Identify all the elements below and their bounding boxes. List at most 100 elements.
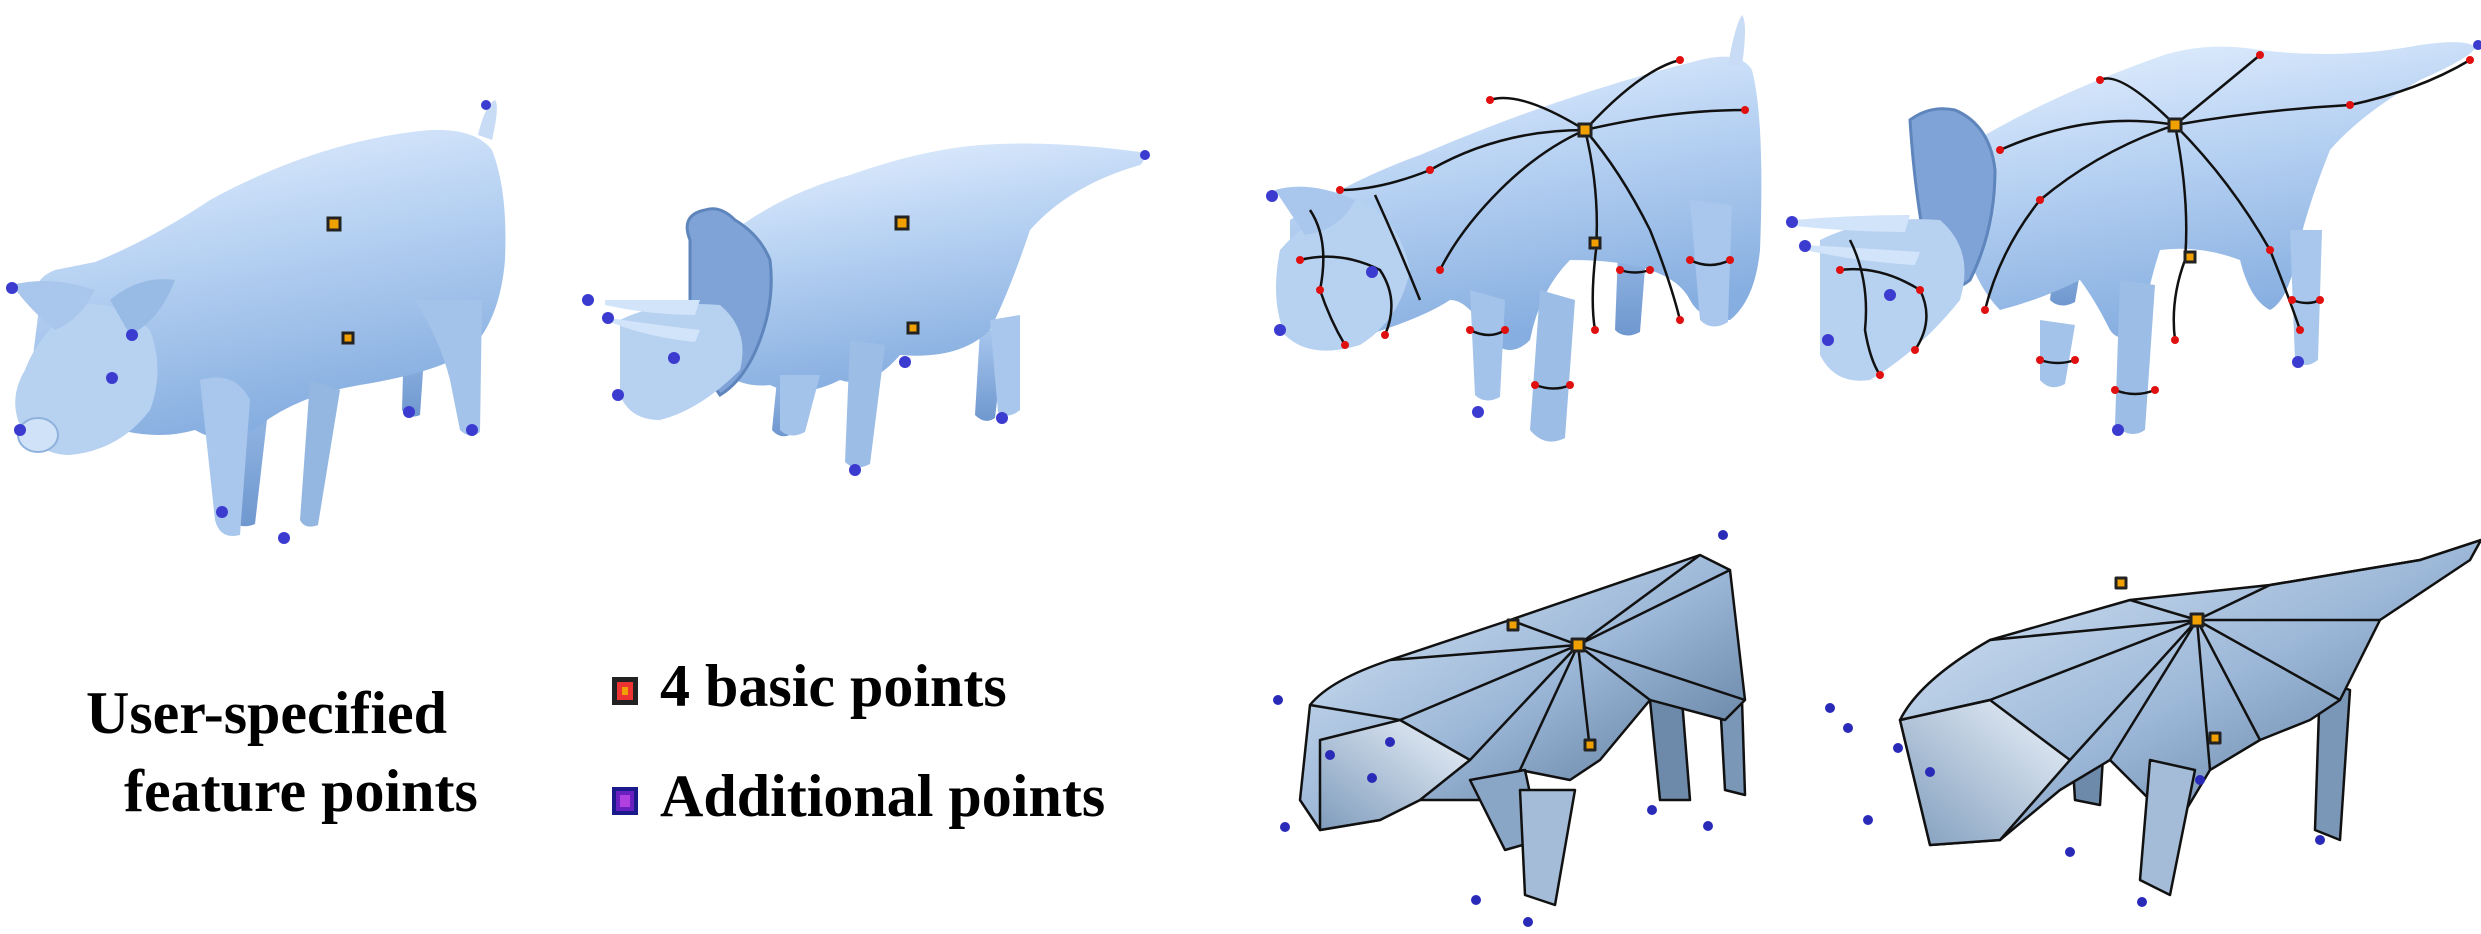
seam-points <box>1296 56 1749 389</box>
basic-point <box>1506 618 1520 632</box>
additional-point <box>1140 150 1150 160</box>
tri-head <box>620 304 743 420</box>
additional-point <box>403 406 415 418</box>
caption-line-1: User-specified <box>86 680 447 746</box>
tri-seams-body <box>1960 42 2475 338</box>
additional-point <box>2112 424 2124 436</box>
pig-seams-front-leg <box>1470 290 1505 401</box>
tri-seams-front-leg <box>2040 320 2075 388</box>
additional-point <box>1799 240 1811 252</box>
additional-point <box>2473 40 2481 50</box>
pig-seams-hind-leg <box>1690 200 1732 327</box>
tri-body <box>700 143 1144 392</box>
additional-point <box>1273 695 1283 705</box>
pig-poly-front-leg-2 <box>1518 788 1577 907</box>
pig-seam-network <box>1266 15 1762 442</box>
legend-basic-label: 4 basic points <box>660 653 1007 719</box>
basic-point <box>1583 738 1597 752</box>
tri-near-hind-leg <box>845 340 885 468</box>
basic-point-swatch-icon <box>612 676 638 705</box>
caption-line-2: feature points <box>124 758 478 824</box>
tri-seams-horn-right <box>1805 245 1920 265</box>
pig-ear-right <box>110 279 175 335</box>
tri-seam-lines <box>1839 54 2471 396</box>
pig-seams-front-leg-2 <box>1530 290 1575 442</box>
additional-point <box>1367 773 1377 783</box>
triceratops-seam-network <box>1786 40 2481 436</box>
pig-mid-leg <box>300 380 340 527</box>
tri-seam-points <box>1836 51 2474 394</box>
tri-seams-horn-left <box>1795 215 1910 232</box>
legend-additional-label: Additional points <box>660 763 1106 829</box>
triceratops-base-polyhedron <box>1825 538 2481 907</box>
pig-tail <box>478 100 497 140</box>
additional-point <box>1385 737 1395 747</box>
pig-base-polyhedron <box>1273 530 1747 927</box>
additional-point <box>1703 821 1713 831</box>
pig-snout <box>17 417 59 453</box>
additional-point-swatch-icon <box>612 786 638 815</box>
additional-point <box>278 532 290 544</box>
additional-point <box>602 312 614 324</box>
additional-point <box>1471 895 1481 905</box>
additional-point <box>481 100 491 110</box>
additional-point <box>1718 530 1728 540</box>
tri-near-front-leg <box>780 375 820 436</box>
additional-point <box>582 294 594 306</box>
additional-point <box>1884 289 1896 301</box>
additional-point <box>2315 835 2325 845</box>
basic-point <box>2208 731 2222 745</box>
additional-point <box>899 356 911 368</box>
basic-point <box>1588 236 1602 250</box>
additional-point <box>216 506 228 518</box>
tri-horn-right <box>610 318 700 342</box>
additional-point <box>14 424 26 436</box>
additional-point <box>1786 216 1798 228</box>
additional-point <box>668 352 680 364</box>
basic-point <box>2167 117 2183 133</box>
additional-point <box>1266 190 1278 202</box>
tri-seams-mid-leg <box>2115 280 2155 434</box>
pig-seams-ear <box>1275 186 1355 235</box>
tri-poly-front-leg <box>2138 758 2197 897</box>
additional-point <box>466 424 478 436</box>
basic-point <box>1577 122 1593 138</box>
pig-seams-tail <box>1728 15 1745 66</box>
tri-near-hind-leg-2 <box>990 315 1020 416</box>
additional-point <box>106 372 118 384</box>
basic-point <box>2183 250 2197 264</box>
additional-point <box>1647 805 1657 815</box>
pig-head <box>15 304 158 455</box>
additional-point <box>1863 815 1873 825</box>
basic-point <box>2189 612 2205 628</box>
additional-point <box>1274 324 1286 336</box>
additional-point <box>1325 750 1335 760</box>
additional-point <box>1366 266 1378 278</box>
additional-point <box>2195 775 2205 785</box>
additional-point <box>849 464 861 476</box>
pig-poly-far-leg <box>1648 698 1692 802</box>
additional-point <box>1843 723 1853 733</box>
additional-point <box>2137 897 2147 907</box>
additional-point <box>1825 703 1835 713</box>
additional-point <box>1280 822 1290 832</box>
additional-point <box>1822 334 1834 346</box>
additional-point <box>6 282 18 294</box>
additional-point <box>1893 743 1903 753</box>
basic-point <box>326 216 342 232</box>
additional-point <box>1523 917 1533 927</box>
pig-feature-points <box>6 100 506 544</box>
pig-seams-head <box>1276 200 1410 351</box>
pig-near-hind-leg <box>415 300 482 436</box>
basic-point <box>894 215 910 231</box>
basic-point <box>1570 637 1586 653</box>
pig-near-front-leg <box>200 377 250 536</box>
pig-ear-left <box>12 281 95 330</box>
additional-point <box>1925 767 1935 777</box>
additional-point <box>996 412 1008 424</box>
triceratops-feature-points <box>582 143 1150 476</box>
legend-basic-points: 4 basic points <box>612 652 1007 721</box>
additional-point <box>2065 847 2075 857</box>
tri-horn-left <box>605 300 700 315</box>
